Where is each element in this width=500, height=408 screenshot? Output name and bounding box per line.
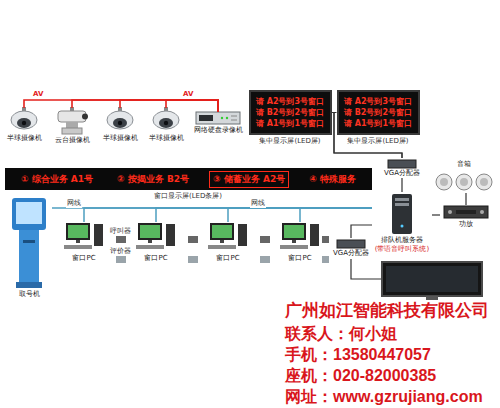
- av-cable: [72, 100, 218, 112]
- lcd-tv-icon: [351, 259, 482, 300]
- signal-label: AV: [182, 90, 194, 99]
- dome-camera: [107, 107, 133, 129]
- signal-label: AV: [32, 90, 44, 99]
- queue-server: 排队机服务器(带语音呼叫系统): [372, 192, 432, 254]
- device-caption: 窗口PC: [276, 254, 324, 263]
- led-text: 请 A1号到1号窗口: [254, 118, 327, 129]
- contact-line: 座机：020-82000385: [285, 366, 436, 385]
- device-caption: 集中显示屏(LED屏): [259, 137, 320, 146]
- contact-line: 网址：www.gzrujiang.com: [285, 387, 483, 406]
- device-caption: VGA分配器: [378, 169, 426, 178]
- speakers: 音箱: [432, 160, 496, 193]
- vga-cable: [401, 178, 402, 192]
- company-name: 广州如江智能科技有限公司: [285, 301, 489, 321]
- led-screen: 请 A2号到3号窗口请 B2号到2号窗口请 A1号到1号窗口: [337, 90, 420, 135]
- led-screen: 请 A2号到3号窗口请 B2号到2号窗口请 A1号到1号窗口: [249, 90, 332, 135]
- network-cable: [300, 208, 372, 222]
- network-cable: [156, 208, 372, 222]
- window-pc: 窗口PC: [132, 222, 180, 263]
- window-pc: 窗口PC: [60, 222, 108, 263]
- device-caption: 窗口PC: [204, 254, 252, 263]
- device-caption: 集中显示屏(LED屏): [347, 137, 408, 146]
- led-text: ① 综合业务 A1号: [17, 171, 97, 188]
- device-caption: 取号机: [6, 290, 52, 299]
- led-text: 请 B2号到2号窗口: [254, 107, 327, 118]
- peripheral-label: 呼叫器: [110, 227, 131, 236]
- server-tower-icon: [392, 194, 412, 234]
- contact-line: 联系人：何小姐: [285, 324, 397, 343]
- dvr: 网络硬盘录像机: [192, 112, 245, 135]
- network-cable: [84, 208, 372, 222]
- led-text: ③ 储蓄业务 A2号: [209, 171, 289, 188]
- vga-splitter: VGA分配器: [330, 238, 372, 258]
- speaker-icon: [436, 174, 492, 190]
- device-caption: 窗口显示屏(LED条屏): [154, 192, 222, 201]
- network-cable: [228, 208, 372, 222]
- peripheral-label: 评价器: [110, 247, 131, 256]
- dome-camera: [153, 107, 179, 129]
- led-text: ④ 特殊服务: [305, 171, 360, 188]
- window-pc: 窗口PC: [276, 222, 324, 263]
- dvr-icon: [196, 112, 240, 124]
- device-caption: 功放: [440, 220, 492, 229]
- amplifier: 功放: [440, 205, 492, 229]
- device-caption: 窗口PC: [132, 254, 180, 263]
- amplifier-icon: [444, 206, 488, 218]
- camera: 半球摄像机: [4, 108, 44, 143]
- device-caption: 半球摄像机: [4, 134, 44, 143]
- contact-line: 手机：13580447057: [285, 345, 431, 364]
- ticket-kiosk: 取号机: [6, 196, 52, 299]
- cable-label: 网线: [66, 199, 82, 208]
- vga-splitter: VGA分配器: [378, 158, 426, 178]
- av-cable: [120, 100, 218, 112]
- ptz-camera: [58, 107, 88, 134]
- cable-label: 网线: [250, 199, 266, 208]
- led-text: ② 按揭业务 B2号: [113, 171, 193, 188]
- av-cable: [24, 100, 218, 112]
- led-text: 请 A2号到3号窗口: [342, 96, 415, 107]
- dome-camera: [11, 107, 37, 129]
- device-caption: 半球摄像机: [146, 134, 186, 143]
- device-caption: (带语音呼叫系统): [372, 245, 432, 254]
- led-strip: ① 综合业务 A1号 ② 按揭业务 B2号 ③ 储蓄业务 A2号 ④ 特殊服务: [5, 168, 372, 190]
- camera: 云台摄像机: [50, 108, 94, 145]
- device-caption: 音箱: [432, 160, 496, 169]
- vga-cable: [351, 225, 372, 238]
- av-cable: [166, 100, 218, 112]
- camera: 半球摄像机: [146, 108, 186, 143]
- device-caption: 窗口PC: [60, 254, 108, 263]
- ticket-kiosk-icon: [12, 198, 46, 288]
- led-text: 请 A1号到1号窗口: [342, 118, 415, 129]
- device-caption: 半球摄像机: [100, 134, 140, 143]
- device-caption: 云台摄像机: [50, 136, 94, 145]
- vga-splitter-icon: [337, 240, 365, 248]
- led-text: 请 B2号到2号窗口: [342, 107, 415, 118]
- device-caption: 网络硬盘录像机: [192, 126, 245, 135]
- device-caption: VGA分配器: [330, 249, 372, 258]
- led-text: 请 A2号到3号窗口: [254, 96, 327, 107]
- audio-cable: [432, 214, 440, 215]
- audio-cable: [465, 193, 466, 205]
- window-pc: 窗口PC: [204, 222, 252, 263]
- vga-splitter-icon: [388, 160, 416, 168]
- camera: 半球摄像机: [100, 108, 140, 143]
- device-caption: 排队机服务器: [372, 236, 432, 245]
